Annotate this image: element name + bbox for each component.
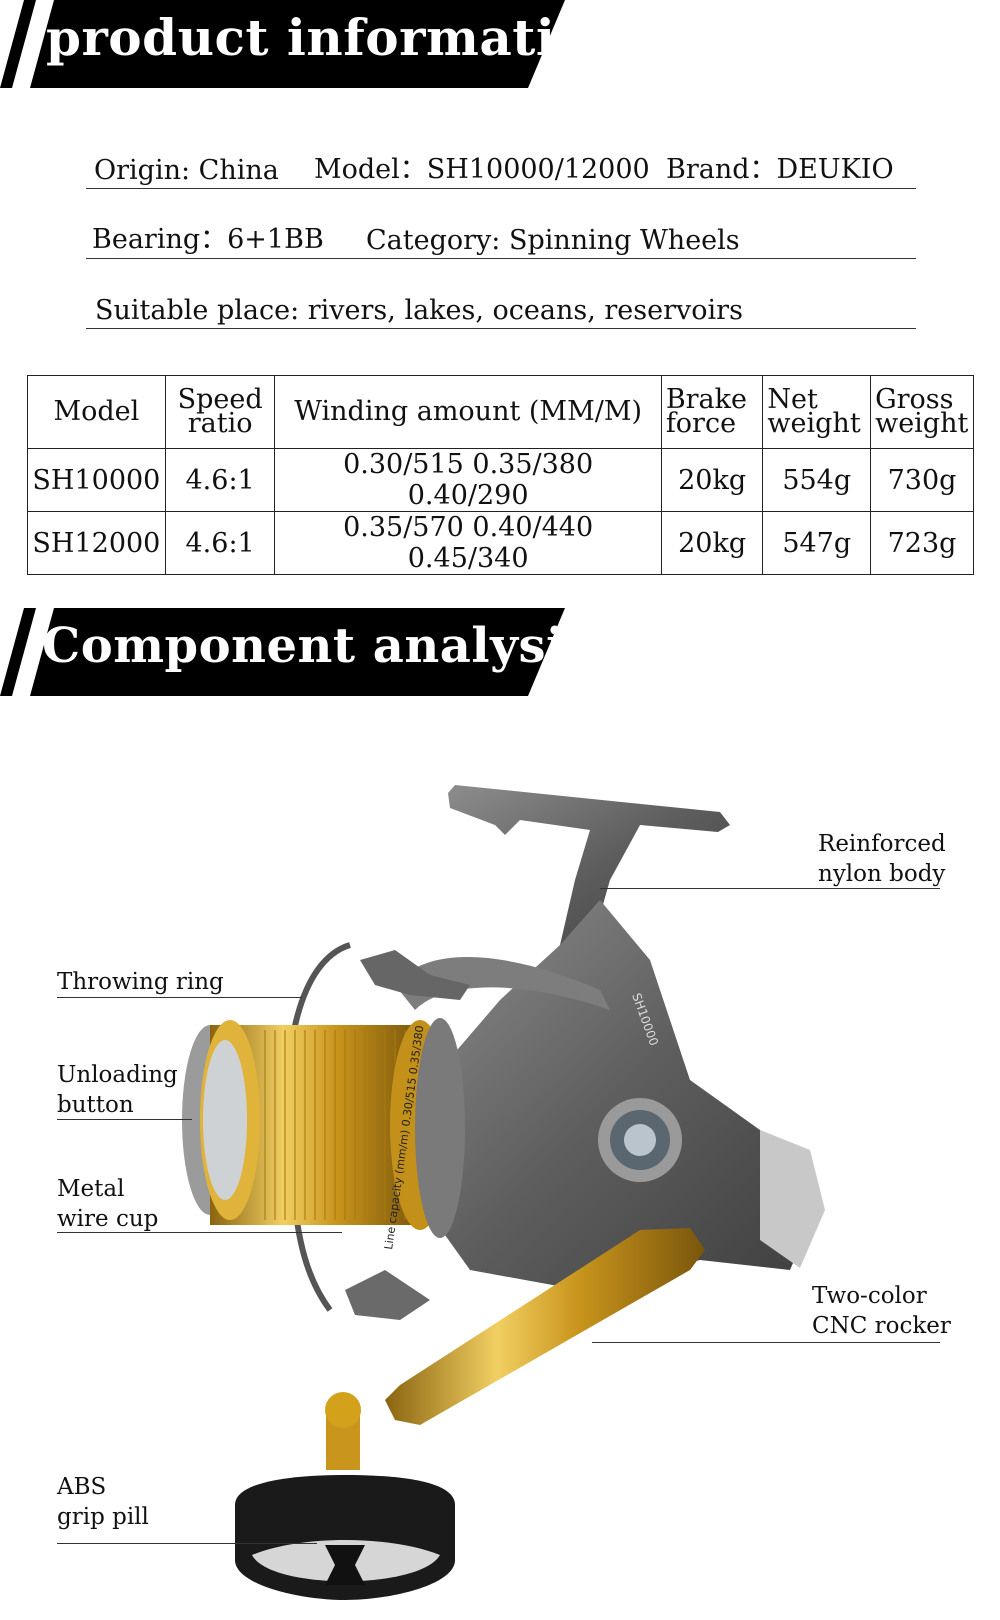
- brand-text: Brand：DEUKIO: [666, 154, 894, 185]
- cell-net-weight: 547g: [762, 511, 872, 575]
- cell-speed: 4.6:1: [164, 448, 276, 512]
- bearing-text: Bearing：6+1BB: [92, 224, 324, 255]
- header-winding: Winding amount (MM/M): [274, 375, 662, 449]
- cell-speed: 4.6:1: [164, 511, 276, 575]
- origin-text: Origin: China: [94, 155, 279, 186]
- callout-body-line: [600, 888, 940, 889]
- reel-grip: [235, 1475, 455, 1600]
- cell-net-weight: 554g: [762, 448, 872, 512]
- fishing-reel-illustration: SH10000 Line capacity (mm/m) 0.30/515 0.…: [182, 785, 825, 1600]
- component-banner: Component analysis: [0, 608, 592, 696]
- callout-rocker-line: [592, 1342, 940, 1343]
- cell-brake: 20kg: [660, 448, 764, 512]
- reel-body: SH10000: [284, 900, 825, 1320]
- table-row: SH12000 4.6:1 0.35/570 0.40/440 0.45/340…: [27, 511, 974, 575]
- callout-ring-line: [57, 997, 302, 998]
- model-text: Model：SH10000/12000: [314, 154, 650, 185]
- cell-gross-weight: 730g: [870, 448, 974, 512]
- info-line-3: Suitable place: rivers, lakes, oceans, r…: [86, 292, 916, 329]
- cell-model: SH12000: [27, 511, 166, 575]
- callout-unload-line: [57, 1119, 192, 1120]
- cell-brake: 20kg: [660, 511, 764, 575]
- callout-grip-line: [57, 1543, 317, 1544]
- info-line-1: Origin: China Model：SH10000/12000 Brand：…: [86, 152, 916, 189]
- table-row: SH10000 4.6:1 0.30/515 0.35/380 0.40/290…: [27, 448, 974, 512]
- cell-gross-weight: 723g: [870, 511, 974, 575]
- info-line-2: Bearing：6+1BB Category: Spinning Wheels: [86, 222, 916, 259]
- callout-ring: Throwing ring: [57, 969, 224, 995]
- reel-spool: Line capacity (mm/m) 0.30/515 0.35/380: [182, 1018, 465, 1250]
- header-model: Model: [27, 375, 166, 449]
- reel-foot: [448, 785, 730, 950]
- callout-cup-line: [57, 1232, 342, 1233]
- suitable-text: Suitable place: rivers, lakes, oceans, r…: [95, 295, 743, 326]
- category-text: Category: Spinning Wheels: [366, 225, 740, 256]
- banner-background: [0, 608, 565, 696]
- product-info-banner: product information: [0, 0, 626, 88]
- cell-winding: 0.35/570 0.40/440 0.45/340: [274, 511, 662, 575]
- component-title: Component analysis: [42, 618, 593, 674]
- banner-background: [0, 0, 565, 88]
- reel-handle: [325, 1228, 705, 1470]
- product-info-title: product information: [46, 8, 627, 67]
- cell-model: SH10000: [27, 448, 166, 512]
- cell-winding: 0.30/515 0.35/380 0.40/290: [274, 448, 662, 512]
